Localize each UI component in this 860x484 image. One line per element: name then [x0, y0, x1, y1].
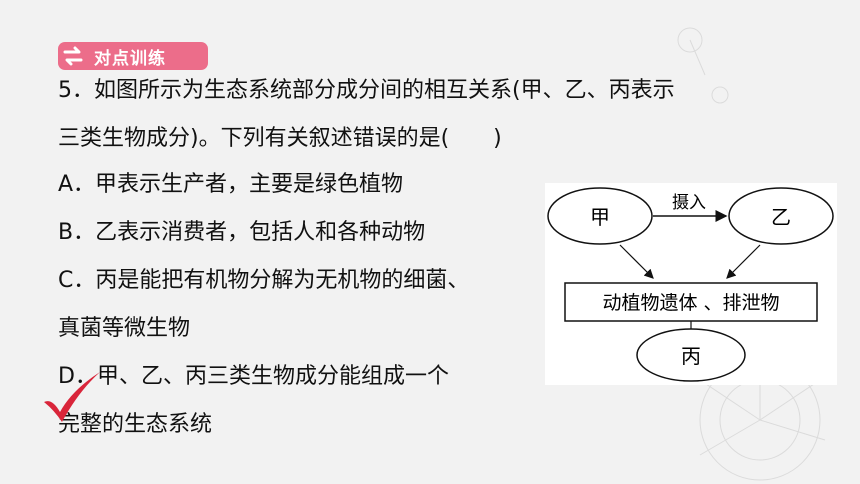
node-yi-label: 乙 [771, 205, 791, 229]
option-d-line1: D．甲、乙、丙三类生物成分能组成一个 [58, 364, 449, 389]
node-jia-ellipse [547, 187, 653, 245]
option-c-line2: 真菌等微生物 [58, 316, 191, 341]
remains-box-label: 动植物遗体 、排泄物 [602, 292, 779, 314]
section-badge: 对点训练 [58, 42, 208, 70]
edge-yi-to-box [726, 244, 761, 279]
badge-label: 对点训练 [94, 48, 166, 69]
swap-arrows-icon [58, 42, 88, 70]
edge-jia-to-box [619, 244, 654, 279]
node-yi-ellipse [728, 187, 834, 245]
ecosystem-diagram: 甲 乙 摄入 动植物遗体 、排泄物 丙 [545, 183, 837, 385]
node-bing-label: 丙 [681, 344, 701, 368]
ecosystem-diagram-svg: 甲 乙 摄入 动植物遗体 、排泄物 丙 [547, 187, 834, 382]
edge-label: 摄入 [672, 193, 706, 213]
node-jia-label: 甲 [590, 205, 610, 229]
question-stem-line2: 三类生物成分)。下列有关叙述错误的是( ) [58, 126, 502, 151]
option-c-line1: C．丙是能把有机物分解为无机物的细菌、 [58, 268, 470, 293]
option-d-line2: 完整的生态系统 [58, 412, 213, 437]
question-stem-line1: 5．如图所示为生态系统部分成分间的相互关系(甲、乙、丙表示 [58, 78, 675, 103]
node-bing-ellipse [636, 328, 746, 382]
option-b: B．乙表示消费者，包括人和各种动物 [58, 220, 426, 245]
remains-box [564, 282, 818, 322]
option-a: A．甲表示生产者，主要是绿色植物 [58, 172, 404, 197]
checkmark-icon [44, 372, 100, 422]
